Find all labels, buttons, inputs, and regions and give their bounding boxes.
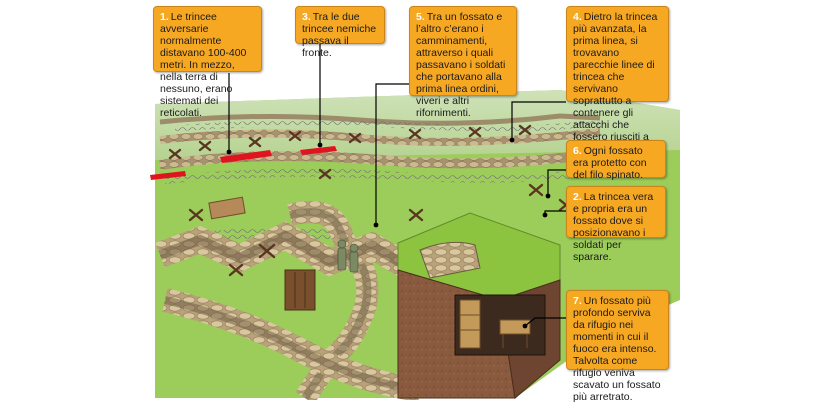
front-marker bbox=[150, 171, 186, 180]
front-marker bbox=[300, 146, 337, 155]
dugout-table bbox=[499, 319, 531, 335]
wooden-door bbox=[284, 269, 316, 311]
front-marker bbox=[220, 150, 272, 163]
callout-5: 5.Tra un fossato e l’altro c’erano i cam… bbox=[409, 6, 517, 119]
barbed-wire-1 bbox=[174, 119, 601, 132]
callout-2: 2.La trincea vera e propria era un fossa… bbox=[566, 186, 666, 263]
callout-7: 7.Un fossato più profondo serviva da rif… bbox=[566, 290, 669, 403]
bunk-beds bbox=[459, 299, 481, 349]
barbed-wire-2 bbox=[164, 164, 641, 184]
callout-3: 3.Tra le due trincee nemiche passava il … bbox=[295, 6, 385, 59]
soldier bbox=[337, 239, 347, 271]
firing-trench bbox=[419, 241, 481, 279]
trench-line-2 bbox=[159, 128, 601, 146]
hedgehog-obstacles bbox=[168, 124, 574, 277]
wooden-walkway bbox=[208, 196, 246, 220]
soldier bbox=[349, 243, 359, 273]
callout-1: 1.Le trincee avversarie normalmente dist… bbox=[153, 6, 262, 119]
trench-line-far bbox=[159, 113, 601, 126]
callout-6: 6.Ogni fossato era protetto con del filo… bbox=[566, 140, 666, 181]
callout-4: 4.Dietro la trincea più avanzata, la pri… bbox=[566, 6, 669, 167]
